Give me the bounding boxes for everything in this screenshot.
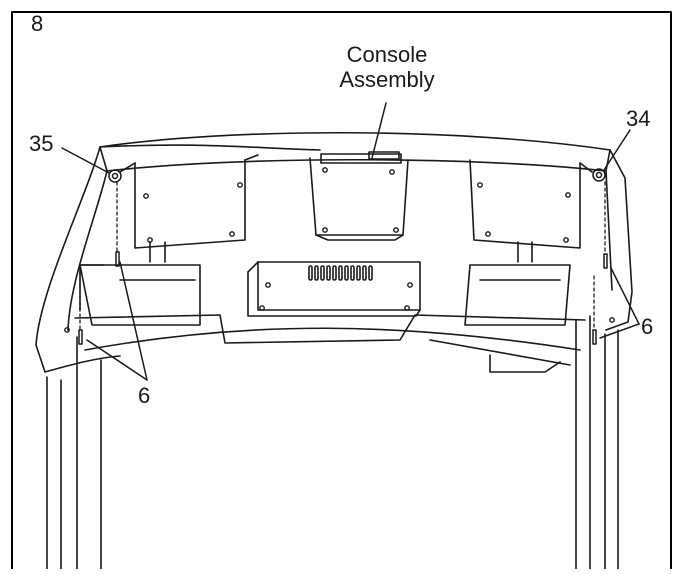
callout-console-assembly: Console Assembly <box>312 42 462 92</box>
leader-6-right-a <box>611 268 639 324</box>
callout-console-line-2: Assembly <box>312 67 462 92</box>
leader-console <box>372 103 386 158</box>
upper-block-left <box>120 155 258 248</box>
callout-console-line-1: Console <box>312 42 462 67</box>
upper-block-center <box>310 152 408 240</box>
callout-part-6-right: 6 <box>641 316 653 338</box>
upper-block-right <box>470 160 592 248</box>
callout-part-35: 35 <box>29 133 53 155</box>
right-upright <box>576 150 632 569</box>
callout-part-34: 34 <box>626 108 650 130</box>
alignment-dashes <box>80 182 605 330</box>
figure-frame <box>12 12 671 569</box>
left-upright <box>36 147 120 569</box>
console-top-cap <box>100 133 610 171</box>
callout-part-6-left: 6 <box>138 385 150 407</box>
leader-6-right-b <box>600 324 639 338</box>
center-grill-module <box>248 262 420 316</box>
left-tray <box>80 242 200 325</box>
grill-slots <box>309 266 372 280</box>
screw-35 <box>109 170 121 182</box>
step-number: 8 <box>31 13 43 35</box>
right-tray <box>465 242 570 325</box>
lower-pan <box>75 315 585 350</box>
